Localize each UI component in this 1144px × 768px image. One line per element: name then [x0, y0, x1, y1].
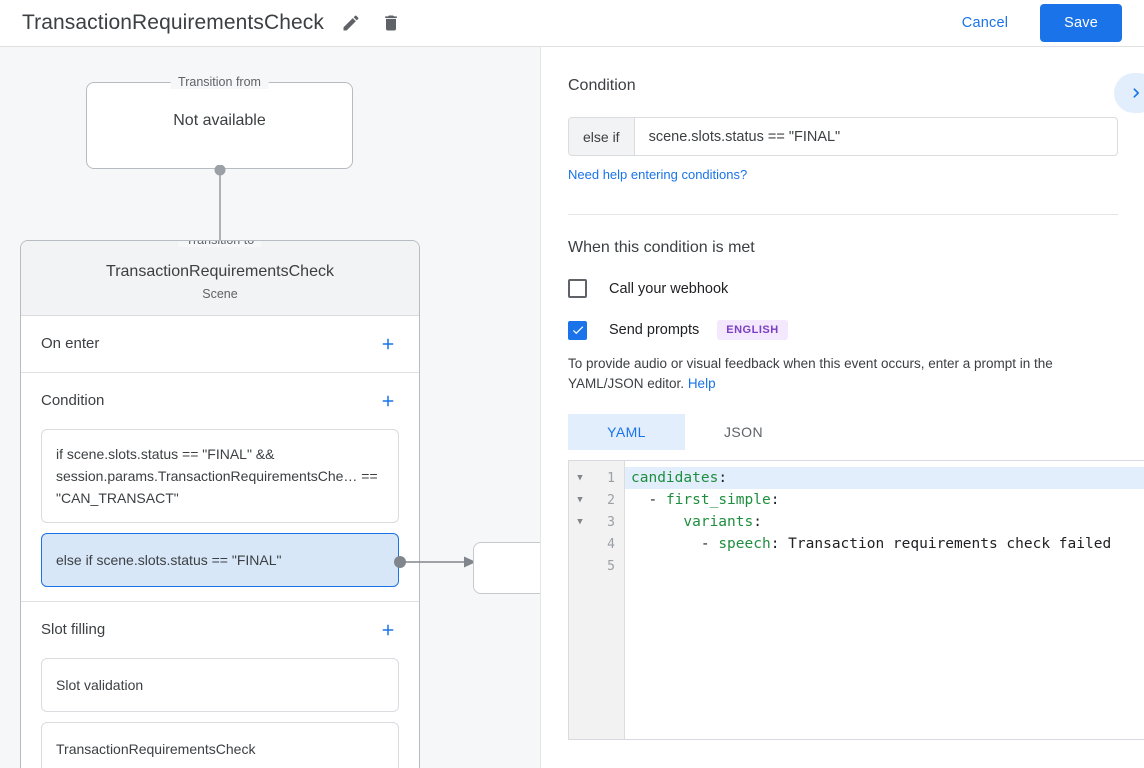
line-number: 3 — [607, 514, 615, 530]
transition-to-card: Transition to TransactionRequirementsChe… — [20, 240, 420, 768]
code-line-3: variants: — [625, 511, 1144, 533]
code-key: candidates — [631, 470, 719, 486]
gutter-row: 4 — [569, 533, 624, 555]
section-title-condition: Condition — [41, 392, 105, 410]
line-number: 5 — [607, 558, 615, 574]
code-editor[interactable]: ▼ 1 ▼ 2 ▼ 3 4 — [568, 460, 1144, 740]
code-indent — [631, 514, 683, 530]
line-number: 2 — [607, 492, 615, 508]
fold-arrow-icon[interactable]: ▼ — [577, 472, 583, 483]
code-line-2: - first_simple: — [625, 489, 1144, 511]
transition-to-legend: Transition to — [177, 240, 263, 247]
tab-json[interactable]: JSON — [724, 424, 763, 440]
condition-connector-arrow-icon — [394, 556, 476, 568]
code-line-4: - speech: Transaction requirements check… — [625, 533, 1144, 555]
flow-canvas[interactable]: Transition from Not available Transition… — [0, 47, 541, 768]
tab-yaml[interactable]: YAML — [568, 414, 685, 450]
when-condition-met-section: When this condition is met Call your web… — [542, 215, 1144, 740]
code-punct: : — [753, 514, 762, 530]
send-prompts-label: Send prompts — [609, 322, 700, 338]
send-prompts-checkbox[interactable] — [568, 320, 587, 340]
condition-input[interactable] — [634, 118, 1117, 155]
section-slot-filling: Slot filling Slot validation Transaction… — [21, 602, 419, 768]
condition-item-else-if[interactable]: else if scene.slots.status == "FINAL" — [41, 532, 399, 587]
code-key: speech — [718, 536, 771, 552]
when-condition-met-heading: When this condition is met — [568, 239, 755, 256]
gutter-row: ▼ 1 — [569, 467, 624, 489]
call-webhook-checkbox[interactable] — [568, 279, 587, 298]
section-body-condition: if scene.slots.status == "FINAL" && sess… — [21, 428, 419, 601]
cancel-button[interactable]: Cancel — [950, 6, 1020, 40]
code-line-5 — [625, 555, 1144, 577]
section-header-condition: Condition — [21, 373, 419, 429]
condition-input-row[interactable]: else if — [568, 117, 1118, 156]
slot-filling-item-slot-validation[interactable]: Slot validation — [41, 657, 399, 712]
line-number: 1 — [607, 470, 615, 486]
pencil-icon[interactable] — [338, 10, 364, 36]
editor-gutter: ▼ 1 ▼ 2 ▼ 3 4 — [569, 461, 625, 739]
section-header-on-enter: On enter — [21, 316, 419, 372]
code-dash: - — [648, 492, 666, 508]
app-header: TransactionRequirementsCheck Cancel Save — [0, 0, 1144, 47]
transition-from-value: Not available — [173, 112, 266, 129]
condition-heading: Condition — [568, 77, 636, 94]
condition-prefix-label: else if — [569, 118, 635, 155]
panel-divider — [568, 214, 1118, 215]
call-webhook-label: Call your webhook — [609, 280, 729, 297]
condition-help-link[interactable]: Need help entering conditions? — [568, 167, 748, 182]
gutter-row: ▼ 2 — [569, 489, 624, 511]
chevron-right-icon[interactable] — [1114, 73, 1144, 113]
prompt-description: To provide audio or visual feedback when… — [568, 354, 1118, 394]
scene-subtitle: Scene — [202, 286, 238, 301]
editor-code-area[interactable]: candidates: - first_simple: variants: - … — [625, 461, 1144, 739]
condition-section: Condition else if Need help entering con… — [542, 47, 1144, 215]
code-key: first_simple — [665, 492, 771, 508]
webhook-row[interactable]: Call your webhook — [568, 279, 1118, 298]
section-header-slot-filling: Slot filling — [21, 602, 419, 658]
code-key: variants — [683, 514, 754, 530]
next-node-stub[interactable] — [473, 542, 540, 594]
save-button[interactable]: Save — [1040, 4, 1122, 42]
section-on-enter: On enter — [21, 316, 419, 373]
transition-from-box: Transition from Not available — [86, 75, 353, 169]
prompt-description-text: To provide audio or visual feedback when… — [568, 356, 1053, 391]
code-indent — [631, 536, 701, 552]
fold-arrow-icon[interactable]: ▼ — [577, 516, 583, 527]
section-condition: Condition if scene.slots.status == "FINA… — [21, 373, 419, 602]
slot-filling-item-transaction-requirements-check[interactable]: TransactionRequirementsCheck — [41, 721, 399, 768]
editor-tabs: YAML JSON — [568, 414, 1118, 450]
send-prompts-row[interactable]: Send prompts ENGLISH — [568, 320, 1118, 340]
scene-name: TransactionRequirementsCheck — [106, 263, 334, 280]
code-punct: : — [770, 492, 780, 508]
transition-from-legend: Transition from — [170, 75, 269, 89]
section-body-slot-filling: Slot validation TransactionRequirementsC… — [21, 657, 419, 768]
check-icon — [572, 326, 583, 335]
line-number: 4 — [607, 536, 615, 552]
code-line-1: candidates: — [625, 467, 1144, 489]
code-punct: : — [770, 536, 780, 552]
add-slot-filling-button[interactable] — [377, 619, 399, 641]
detail-panel: Condition else if Need help entering con… — [542, 47, 1144, 768]
scene-header[interactable]: TransactionRequirementsCheck Scene — [21, 241, 419, 316]
code-punct: : — [718, 470, 728, 486]
page-title: TransactionRequirementsCheck — [22, 11, 324, 34]
gutter-row: 5 — [569, 555, 624, 577]
code-indent — [631, 492, 648, 508]
code-value: Transaction requirements check failed — [779, 536, 1112, 552]
fold-arrow-icon[interactable]: ▼ — [577, 494, 583, 505]
trash-icon[interactable] — [378, 10, 404, 36]
section-title-slot-filling: Slot filling — [41, 621, 106, 639]
gutter-row: ▼ 3 — [569, 511, 624, 533]
code-dash: - — [700, 536, 719, 552]
language-badge: ENGLISH — [717, 320, 788, 340]
condition-item-if[interactable]: if scene.slots.status == "FINAL" && sess… — [41, 428, 399, 523]
add-on-enter-button[interactable] — [377, 333, 399, 355]
section-title-on-enter: On enter — [41, 335, 100, 353]
add-condition-button[interactable] — [377, 390, 399, 412]
prompt-help-link[interactable]: Help — [687, 376, 716, 391]
